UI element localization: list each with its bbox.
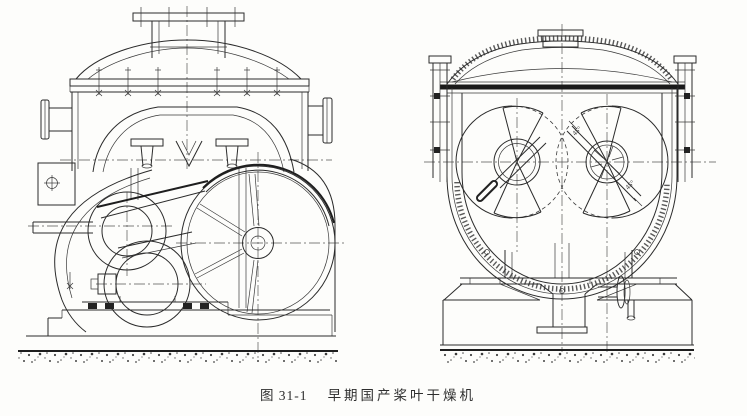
drive-belt [96, 163, 335, 259]
flange-bolts [95, 67, 281, 97]
figure-number: 图 31-1 [259, 388, 308, 403]
left-flange-column [428, 55, 452, 182]
shell-body [71, 92, 309, 171]
dome-head [75, 39, 302, 80]
figure-caption: 图 31-1 早期国产桨叶干燥机 [0, 384, 736, 404]
right-paddle-rotor: 45° 45° [555, 105, 669, 219]
left-side-nozzle [40, 99, 72, 140]
ground-hatching-right [443, 351, 695, 365]
side-elevation-view [18, 6, 346, 365]
bearing-bracket [37, 162, 76, 290]
down-nozzle-right [215, 138, 249, 169]
belt-pulley [180, 165, 336, 321]
support-structure [443, 243, 693, 301]
paddle-dryer-drawing: 45° 45° [18, 6, 716, 365]
machine-base-right [440, 299, 694, 351]
belt-guard-hump [92, 106, 295, 173]
figure-title: 早期国产桨叶干燥机 [327, 388, 477, 403]
right-side-nozzle [308, 97, 333, 144]
right-flange-column [673, 55, 697, 182]
input-shaft [32, 221, 93, 234]
trough-flange-band [440, 81, 685, 94]
end-section-view: 45° 45° [424, 24, 716, 365]
body-flange-ring [69, 67, 310, 97]
gearbox [87, 191, 167, 271]
gear-guard-outline [54, 169, 153, 333]
top-inlet-nozzle [132, 7, 245, 58]
left-paddle-rotor [455, 105, 569, 219]
v-mark [175, 140, 203, 168]
jacketed-trough-shell [446, 88, 678, 300]
ground-hatching-left [18, 352, 338, 365]
down-nozzle-left [130, 138, 164, 169]
pulley-guard-outline [289, 158, 336, 332]
top-vent-nozzle [537, 29, 584, 48]
centerlines-right-view [424, 24, 716, 352]
guard-support-columns [130, 168, 247, 308]
machine-base-left [18, 296, 338, 352]
pulley-spokes [194, 173, 260, 314]
drain-valve [598, 275, 636, 321]
discharge-chute [536, 283, 598, 334]
dome-with-insulation [446, 35, 679, 85]
